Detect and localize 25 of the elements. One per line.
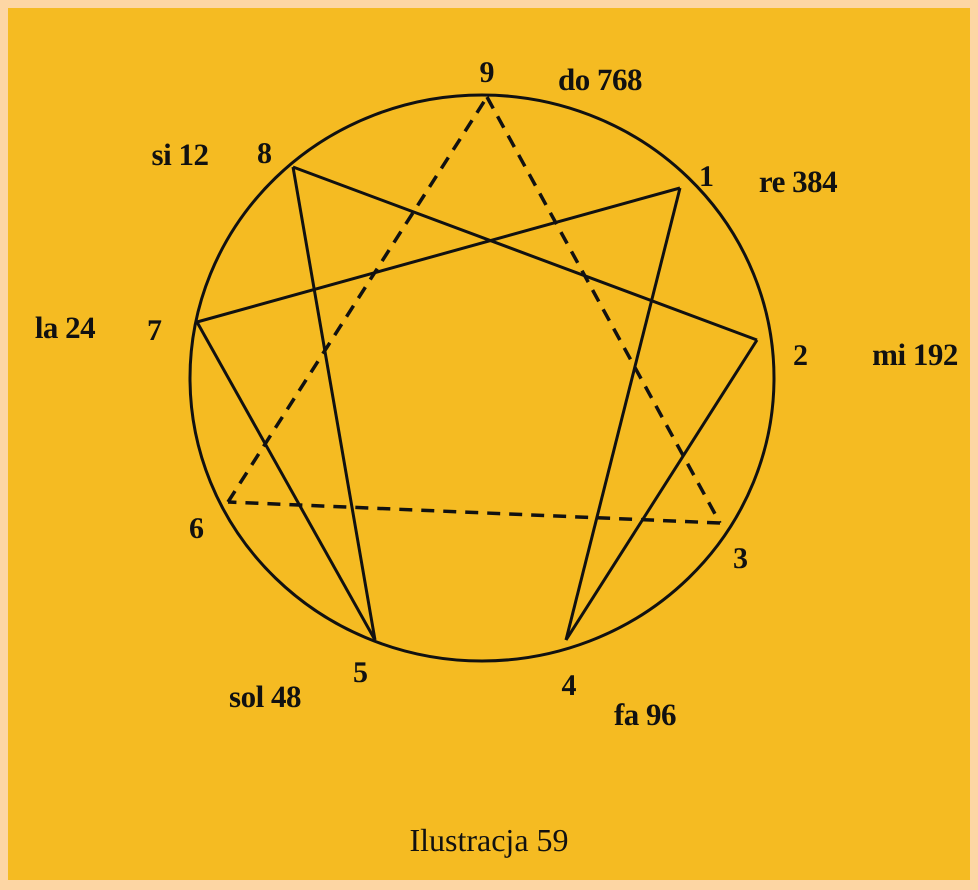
connector-line	[292, 166, 758, 342]
connector-line	[564, 188, 682, 640]
note-label: fa 96	[614, 697, 676, 733]
connector-line	[228, 500, 720, 525]
note-label: si 12	[152, 137, 208, 173]
point-number: 7	[147, 316, 162, 346]
point-number: 4	[562, 671, 576, 701]
point-number: 2	[793, 341, 808, 371]
connector-line	[485, 96, 722, 524]
note-label: do 768	[558, 62, 642, 98]
point-number: 9	[480, 58, 494, 88]
connector-line	[196, 186, 680, 324]
note-label: la 24	[34, 310, 96, 346]
point-number: 8	[257, 139, 272, 169]
point-number: 6	[189, 514, 204, 544]
note-label: sol 48	[229, 679, 301, 715]
connector-line	[196, 321, 376, 641]
connector-line	[564, 339, 758, 641]
caption: Ilustracja 59	[408, 822, 570, 859]
note-label: re 384	[758, 164, 838, 200]
point-number: 5	[353, 658, 368, 688]
point-number: 3	[733, 544, 748, 574]
connector-line	[292, 166, 376, 640]
note-label: mi 192	[872, 337, 958, 373]
point-number: 1	[699, 162, 714, 192]
